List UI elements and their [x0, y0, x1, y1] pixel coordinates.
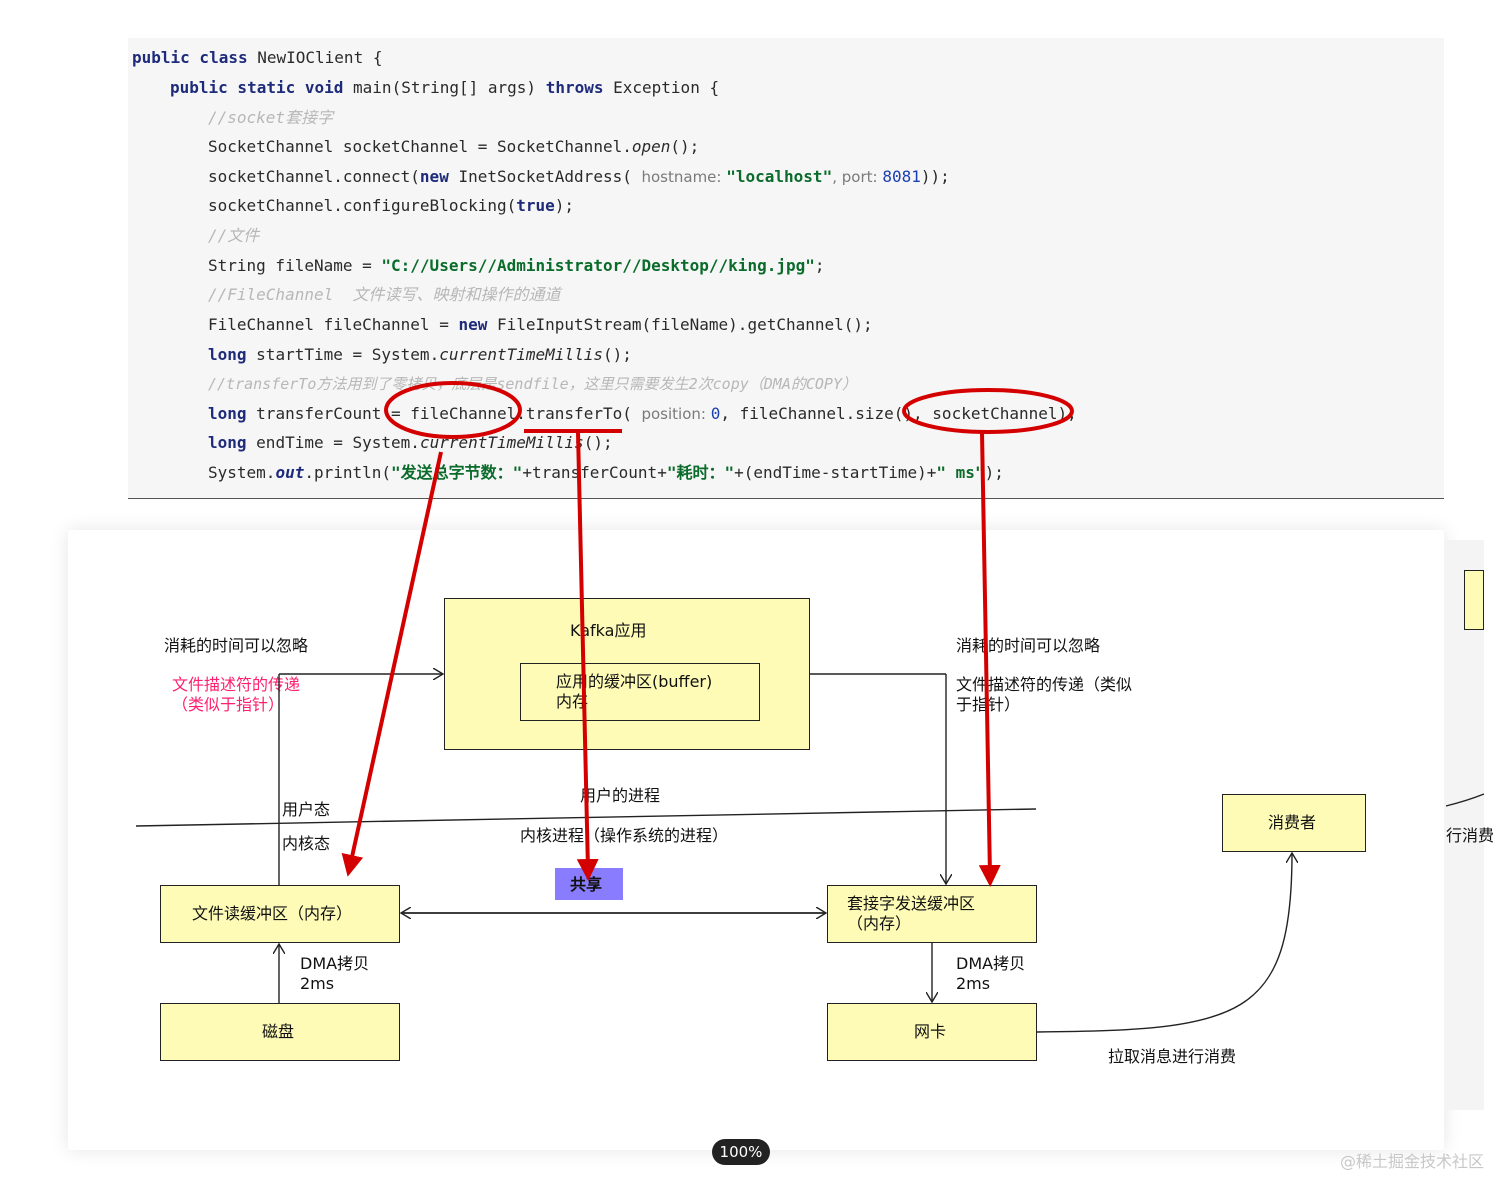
dma-left-label-1: DMA拷贝	[300, 954, 370, 973]
code-line-socket-open: SocketChannel socketChannel = SocketChan…	[208, 137, 700, 156]
consumer-box	[1222, 794, 1366, 852]
red-arrow-filechannel	[341, 451, 443, 877]
file-read-buffer-box	[160, 885, 400, 943]
app-buffer-label-2: 内存	[556, 692, 589, 711]
code-line-filename: String fileName = "C://Users//Administra…	[208, 256, 825, 275]
left-fd-note-2: （类似于指针）	[172, 695, 285, 714]
code-line-starttime: long startTime = System.currentTimeMilli…	[208, 345, 632, 364]
dma-left-label-2: 2ms	[300, 974, 335, 993]
kernel-mode-label: 内核态	[282, 834, 331, 853]
code-comment-file: //文件	[208, 226, 260, 245]
right-fd-note-1: 文件描述符的传递（类似	[956, 675, 1133, 694]
circle-socketchannel	[902, 388, 1074, 434]
pull-note: 拉取消息进行消费	[1108, 1047, 1237, 1066]
disk-box	[160, 1003, 400, 1061]
red-arrow-transferto	[576, 431, 599, 881]
red-arrow-socketchannel	[978, 431, 1001, 887]
code-line-class: public class NewIOClient {	[132, 48, 383, 67]
kafka-app-label: Kafka应用	[570, 621, 647, 640]
user-mode-label: 用户态	[282, 800, 331, 819]
adjacent-line-fragment	[1445, 793, 1485, 807]
app-buffer-box	[520, 663, 760, 721]
code-comment-filechannel: //FileChannel 文件读写、映射和操作的通道	[208, 285, 561, 304]
socket-send-buffer-label-2: （内存）	[847, 914, 912, 933]
circle-filechannel	[384, 381, 522, 439]
socket-send-buffer-box	[827, 885, 1037, 943]
code-comment-transfer: //transferTo方法用到了零拷贝，底层是sendfile，这里只需要发生…	[208, 375, 857, 393]
code-line-connect: socketChannel.connect(new InetSocketAddr…	[208, 167, 950, 186]
adjacent-window-edge	[1444, 540, 1484, 1110]
zoom-level-badge[interactable]: 100%	[712, 1139, 770, 1165]
adjacent-text-fragment: 行消费	[1446, 826, 1495, 845]
adjacent-box-fragment	[1464, 570, 1484, 630]
file-read-buffer-label: 文件读缓冲区（内存）	[192, 904, 353, 923]
disk-label: 磁盘	[262, 1022, 295, 1041]
dma-right-label-1: DMA拷贝	[956, 954, 1026, 973]
left-fd-note-1: 文件描述符的传递	[172, 675, 301, 694]
code-line-transfercount: long transferCount = fileChannel.transfe…	[208, 404, 1077, 423]
code-editor-panel	[128, 38, 1444, 499]
kernel-process-label: 内核进程（操作系统的进程）	[520, 826, 729, 845]
code-line-blocking: socketChannel.configureBlocking(true);	[208, 196, 575, 215]
right-time-note: 消耗的时间可以忽略	[956, 636, 1101, 655]
code-comment-socket: //socket套接字	[208, 108, 334, 127]
dma-right-label-2: 2ms	[956, 974, 991, 993]
user-process-label: 用户的进程	[580, 786, 661, 805]
left-time-note: 消耗的时间可以忽略	[164, 636, 309, 655]
app-buffer-label-1: 应用的缓冲区(buffer)	[556, 672, 713, 691]
code-line-println: System.out.println("发送总字节数："+transferCou…	[208, 463, 1004, 482]
nic-label: 网卡	[914, 1022, 947, 1041]
nic-to-consumer-arrow	[1036, 853, 1292, 1033]
code-line-main: public static void main(String[] args) t…	[170, 78, 720, 97]
consumer-label: 消费者	[1268, 813, 1317, 832]
code-line-filechannel: FileChannel fileChannel = new FileInputS…	[208, 315, 873, 334]
nic-box	[827, 1003, 1037, 1061]
socket-send-buffer-label-1: 套接字发送缓冲区	[847, 894, 976, 913]
watermark: @稀土掘金技术社区	[1339, 1152, 1484, 1171]
